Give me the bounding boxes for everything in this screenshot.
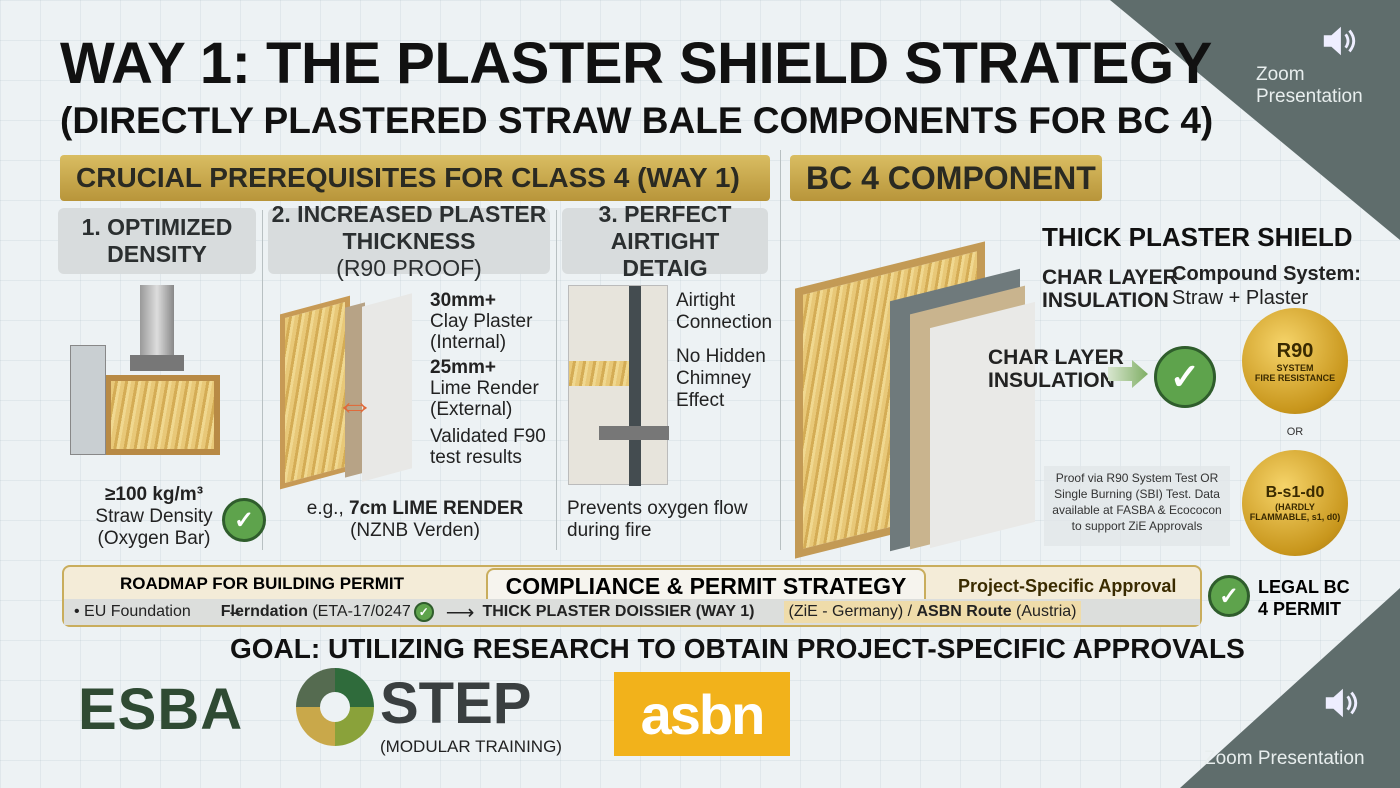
page-title: WAY 1: THE PLASTER SHIELD STRATEGY [60,31,1212,96]
proof-line: Proof via R90 System Test OR [1055,471,1219,485]
validated-note: test results [430,447,522,468]
esba-logo: ESBA [78,677,244,742]
proof-line: Single Burning (SBI) Test. Data [1054,487,1220,501]
asbn-logo: asbn [614,672,790,756]
speaker-icon[interactable] [1322,684,1360,727]
example-prefix: e.g., [306,498,350,519]
oxygen-note: Prevents oxygen flow [567,498,748,519]
char-layer-label: CHAR LAYER [1042,266,1178,289]
compound-value: Straw + Plaster [1172,287,1309,309]
airtight-label: Airtight [676,290,736,311]
clay-note: (Internal) [430,332,507,353]
arrow-icon: ⇔ [335,383,375,427]
page-subtitle: (DIRECTLY PLASTERED STRAW BALE COMPONENT… [60,100,1214,141]
zoom-presentation-label: Zoom Presentation [1204,748,1365,769]
check-icon: ✓ [222,498,266,542]
step-logo-icon [296,668,374,746]
density-note: (Oxygen Bar) [97,528,211,549]
thick-plaster-label: THICK PLASTER SHIELD [1042,222,1353,252]
check-icon: ✓ [413,602,434,622]
asbn-country: (Austria) [1011,603,1077,620]
approval-tab: Project-Specific Approval [958,576,1177,596]
step-logo: STEP [380,671,532,736]
r90-seal: R90 SYSTEM FIRE RESISTANCE [1242,308,1348,414]
chimney-label: Chimney [676,368,751,389]
example-value: 7cm LIME RENDER [349,498,524,519]
seal-text: FLAMMABLE, s1, d0) [1249,512,1341,522]
eu-foundation-step: • EU Foundation [74,603,191,620]
seal-text: SYSTEM [1276,362,1314,373]
asbn-route: ASBN Route [916,603,1012,620]
press-illustration [70,285,240,475]
legal-permit-label: 4 PERMIT [1258,599,1342,619]
bs1d0-seal: B-s1-d0 (HARDLY FLAMMABLE, s1, d0) [1242,450,1348,556]
chimney-label: No Hidden [676,346,766,367]
header-text: (R90 PROOF) [336,254,482,281]
check-icon: ✓ [1208,575,1250,617]
divider [262,210,263,550]
proof-line: to support ZiE Approvals [1071,519,1203,533]
header-text: 2. INCREASED PLASTER THICKNESS [271,200,547,254]
clay-label: Clay Plaster [430,311,533,332]
roadmap-tab: ROADMAP FOR BUILDING PERMIT [120,574,404,593]
component-banner: BC 4 COMPONENT [790,155,1102,201]
clay-thickness: 30mm+ [430,290,497,311]
char-layer-label: INSULATION [1042,289,1169,312]
legal-permit-label: LEGAL BC [1258,577,1350,597]
foundation-ref: (ETA-17/0247 [307,603,411,620]
lime-note: (External) [430,399,513,420]
speaker-icon[interactable] [1320,22,1358,65]
compound-label: Compound System: [1172,263,1361,285]
foundation-step: Fl̶erndation [220,603,308,620]
seal-text: FIRE RESISTANCE [1254,372,1336,383]
validated-label: Validated F90 [430,426,546,447]
zoom-presentation-label: Zoom Presentation [1256,64,1363,107]
divider [556,210,557,550]
chimney-label: Effect [676,390,725,411]
lime-label: Lime Render [430,378,539,399]
goal-statement: GOAL: UTILIZING RESEARCH TO OBTAIN PROJE… [230,633,1245,664]
dossier-step: THICK PLASTER DOISSIER (WAY 1) [482,603,755,620]
divider [780,150,781,550]
prerequisites-banner: CRUCIAL PREREQUISITES FOR CLASS 4 (WAY 1… [60,155,770,201]
seal-text: (HARDLY [1275,502,1315,512]
example-source: (NZNB Verden) [350,520,480,541]
check-icon: ✓ [1154,346,1216,408]
column-header-plaster: 2. INCREASED PLASTER THICKNESS (R90 PROO… [268,201,550,281]
or-separator: OR [1286,426,1304,438]
zie-route: (ZiE - Germany) / [788,603,917,620]
airtight-label: Connection [676,312,773,333]
airtight-detail-illustration [568,285,669,486]
proof-line: available at FASBA & Ecococon [1052,503,1222,517]
compliance-tab: COMPLIANCE & PERMIT STRATEGY [486,568,926,600]
density-label: Straw Density [95,506,213,527]
char-layer-label: CHAR LAYER [988,346,1124,369]
seal-title: B-s1-d0 [1265,484,1325,501]
wall-layer-illustration: ⇔ [280,285,420,490]
proof-note: Proof via R90 System Test OR Single Burn… [1044,466,1230,546]
oxygen-note: during fire [567,520,652,541]
step-subtitle: (MODULAR TRAINING) [380,737,562,756]
char-layer-label: INSULATION [988,369,1115,392]
column-header-airtight: 3. PERFECT AIRTIGHT DETAIG [562,201,768,281]
column-header-density: 1. OPTIMIZED DENSITY [58,208,256,274]
lime-thickness: 25mm+ [430,357,497,378]
arrow-icon: ⟶ [445,601,475,624]
roadmap-steps: • EU Foundation Fl̶erndation (ETA-17/024… [64,599,1200,625]
density-value: ≥100 kg/m³ [104,484,204,505]
seal-title: R90 [1276,339,1314,362]
